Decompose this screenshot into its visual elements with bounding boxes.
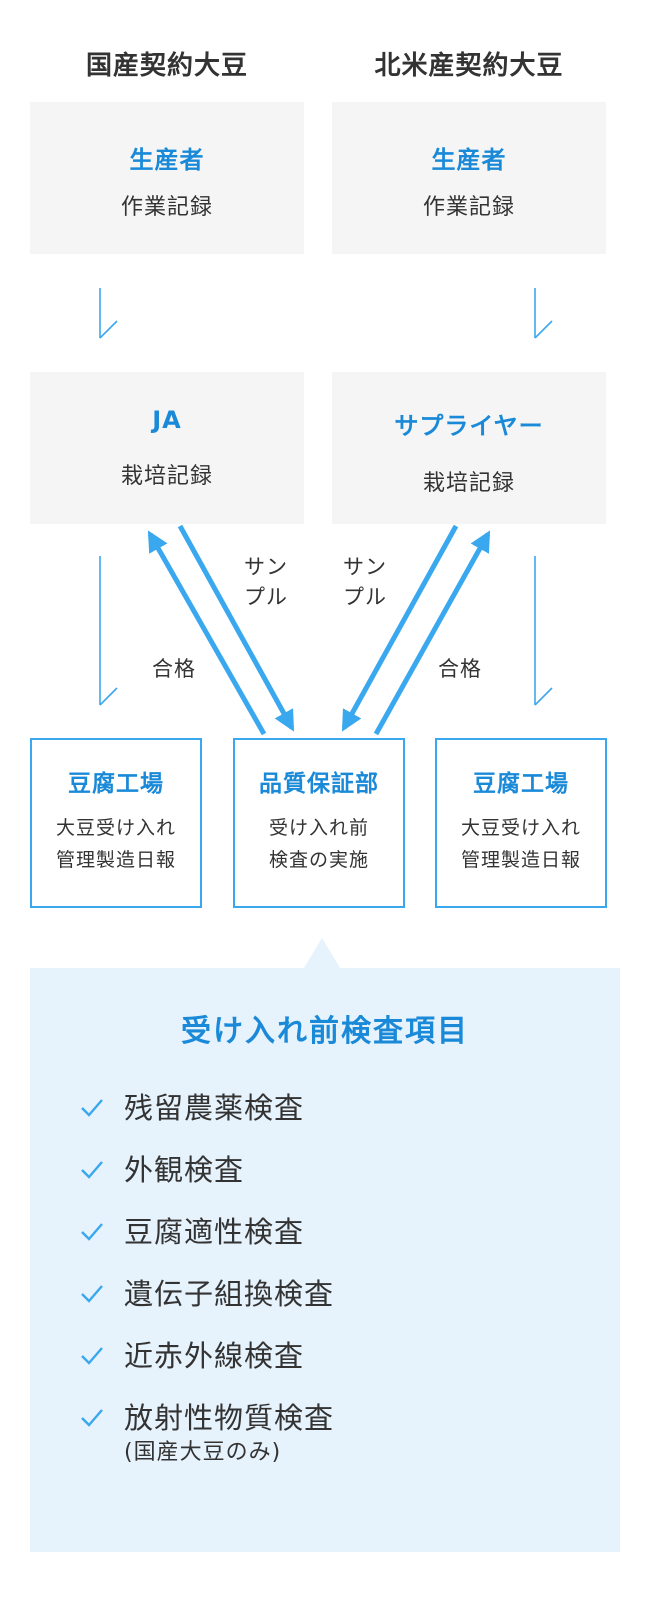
supplier-title: サプライヤー xyxy=(394,412,544,440)
down-arrow-ja-to-tofu xyxy=(99,556,118,706)
list-item: 残留農薬検査 xyxy=(80,1088,334,1150)
check-icon xyxy=(81,1161,103,1179)
ja-subtitle: 栽培記録 xyxy=(120,464,213,489)
tofu-factory-box-left: 豆腐工場 大豆受け入れ 管理製造日報 xyxy=(30,738,202,908)
tofu-factory-line: 管理製造日報 xyxy=(55,849,176,871)
tofu-factory-line: 管理製造日報 xyxy=(460,849,581,871)
producer-subtitle: 作業記録 xyxy=(422,195,515,220)
sample-arrow-ja-to-qa xyxy=(177,524,295,732)
list-item: 遺伝子組換検査 xyxy=(80,1274,334,1336)
sample-label-line: プル xyxy=(343,585,387,609)
pass-label-left: 合格 xyxy=(152,657,196,681)
tofu-factory-subtitle: 大豆受け入れ 管理製造日報 xyxy=(32,812,200,876)
sample-arrow-supplier-to-qa xyxy=(341,524,459,732)
check-icon xyxy=(81,1285,103,1303)
sample-label-line: サン xyxy=(244,555,288,579)
sample-label-right: サン プル xyxy=(343,552,387,612)
inspection-item-label: 外観検査 xyxy=(124,1153,245,1187)
qa-department-subtitle: 受け入れ前 検査の実施 xyxy=(235,812,403,876)
inspection-item-note: (国産大豆のみ) xyxy=(124,1440,282,1465)
inspection-item-label: 放射性物質検査 xyxy=(124,1401,335,1435)
producer-title: 生産者 xyxy=(129,146,205,174)
producer-box-left: 生産者 作業記録 xyxy=(30,102,304,254)
ja-title: JA xyxy=(152,406,182,434)
list-item: 近赤外線検査 xyxy=(80,1336,334,1398)
qa-department-line: 検査の実施 xyxy=(268,849,369,871)
check-icon xyxy=(81,1099,103,1117)
tofu-factory-title: 豆腐工場 xyxy=(68,771,164,797)
panel-pointer xyxy=(304,938,340,968)
inspection-item-label: 豆腐適性検査 xyxy=(124,1215,305,1249)
pass-label-right: 合格 xyxy=(438,657,482,681)
producer-title: 生産者 xyxy=(431,146,507,174)
column-title-domestic: 国産契約大豆 xyxy=(85,51,248,81)
down-arrow-producer-right xyxy=(534,288,553,339)
tofu-factory-title: 豆腐工場 xyxy=(473,771,569,797)
inspection-item-label: 残留農薬検査 xyxy=(124,1091,305,1125)
supplier-subtitle: 栽培記録 xyxy=(422,471,515,496)
qa-department-title: 品質保証部 xyxy=(259,771,379,797)
flow-arrows xyxy=(99,288,553,736)
list-item: 外観検査 xyxy=(80,1150,334,1212)
tofu-factory-box-right: 豆腐工場 大豆受け入れ 管理製造日報 xyxy=(435,738,607,908)
ja-box: JA 栽培記録 xyxy=(30,372,304,524)
check-icon xyxy=(81,1223,103,1241)
inspection-item-label: 近赤外線検査 xyxy=(124,1339,305,1373)
producer-subtitle: 作業記録 xyxy=(120,195,213,220)
list-item: 放射性物質検査 (国産大豆のみ) xyxy=(80,1398,334,1494)
column-title-north-america: 北米産契約大豆 xyxy=(374,51,564,81)
qa-department-line: 受け入れ前 xyxy=(268,817,369,839)
down-arrow-producer-left xyxy=(99,288,118,339)
list-item: 豆腐適性検査 xyxy=(80,1212,334,1274)
sample-label-line: プル xyxy=(244,585,288,609)
supplier-box: サプライヤー 栽培記録 xyxy=(332,372,606,524)
producer-box-right: 生産者 作業記録 xyxy=(332,102,606,254)
sample-label-line: サン xyxy=(343,555,387,579)
qa-department-box: 品質保証部 受け入れ前 検査の実施 xyxy=(233,738,405,908)
tofu-factory-line: 大豆受け入れ xyxy=(460,817,581,839)
tofu-factory-line: 大豆受け入れ xyxy=(55,817,176,839)
inspection-item-label: 遺伝子組換検査 xyxy=(124,1277,335,1311)
inspection-panel: 受け入れ前検査項目 残留農薬検査 外観検査 豆腐適性検査 遺伝子組換検査 近赤外… xyxy=(30,968,620,1552)
check-icon xyxy=(81,1409,103,1427)
check-icon xyxy=(81,1347,103,1365)
down-arrow-supplier-to-tofu xyxy=(534,556,553,706)
pass-arrow-qa-to-supplier xyxy=(373,530,491,736)
inspection-title: 受け入れ前検査項目 xyxy=(181,1014,469,1049)
pass-arrow-qa-to-ja xyxy=(147,530,267,736)
inspection-list: 残留農薬検査 外観検査 豆腐適性検査 遺伝子組換検査 近赤外線検査 放射性物質検… xyxy=(80,1088,334,1494)
sample-label-left: サン プル xyxy=(244,552,288,612)
tofu-factory-subtitle: 大豆受け入れ 管理製造日報 xyxy=(437,812,605,876)
